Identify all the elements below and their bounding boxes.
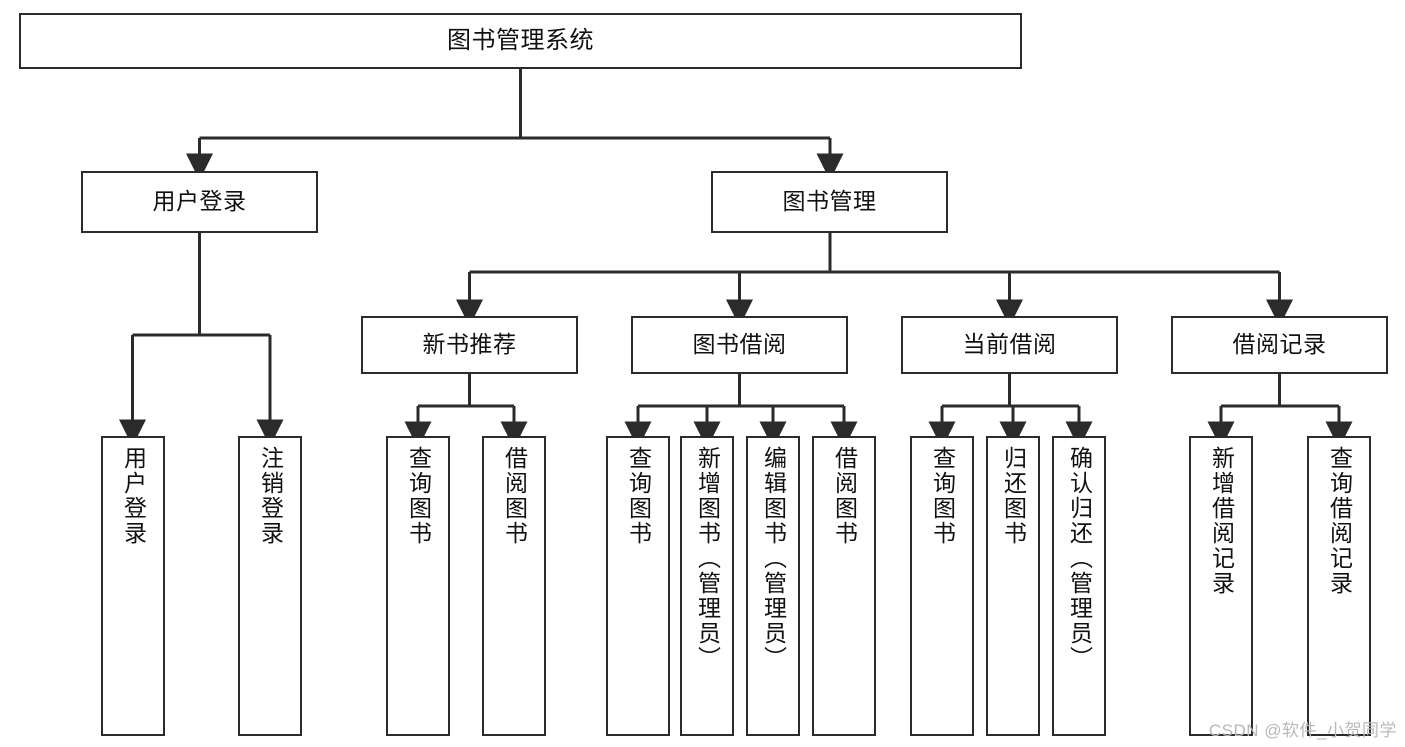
node-label: 归还图书 (1000, 446, 1027, 546)
node-leaf-query-book-recommend[interactable]: 查询图书 (386, 436, 450, 736)
node-label: 新书推荐 (422, 331, 517, 358)
node-label: 图书管理 (782, 188, 877, 215)
node-label: 新增借阅记录 (1208, 446, 1235, 596)
node-user-login[interactable]: 用户登录 (81, 171, 318, 233)
node-label: 查询借阅记录 (1326, 446, 1353, 596)
node-leaf-add-book-admin[interactable]: 新增图书（管理员） (680, 436, 734, 736)
node-label: 图书管理系统 (447, 26, 594, 54)
node-leaf-edit-book-admin[interactable]: 编辑图书（管理员） (746, 436, 800, 736)
node-label: 新增图书（管理员） (694, 446, 721, 671)
node-label: 图书借阅 (692, 331, 787, 358)
node-label: 当前借阅 (962, 331, 1057, 358)
node-label: 确认归还（管理员） (1066, 446, 1093, 671)
node-borrow-record[interactable]: 借阅记录 (1171, 316, 1388, 374)
node-label: 注销登录 (257, 446, 284, 546)
node-label: 查询图书 (405, 446, 432, 546)
node-label: 借阅图书 (831, 446, 858, 546)
watermark-text: CSDN @软件_小贺同学 (1208, 721, 1397, 740)
node-book-borrow[interactable]: 图书借阅 (631, 316, 848, 374)
node-label: 借阅图书 (501, 446, 528, 546)
node-label: 借阅记录 (1232, 331, 1327, 358)
node-label: 编辑图书（管理员） (760, 446, 787, 671)
node-book-manage[interactable]: 图书管理 (711, 171, 948, 233)
node-leaf-logout[interactable]: 注销登录 (238, 436, 302, 736)
node-leaf-borrow-book-recommend[interactable]: 借阅图书 (482, 436, 546, 736)
node-leaf-return-book[interactable]: 归还图书 (986, 436, 1040, 736)
node-leaf-borrow-book[interactable]: 借阅图书 (812, 436, 876, 736)
node-leaf-query-borrow-record[interactable]: 查询借阅记录 (1307, 436, 1371, 736)
node-current-borrow[interactable]: 当前借阅 (901, 316, 1118, 374)
node-new-book-recommend[interactable]: 新书推荐 (361, 316, 578, 374)
node-root-system[interactable]: 图书管理系统 (19, 13, 1022, 69)
node-leaf-user-login[interactable]: 用户登录 (101, 436, 165, 736)
node-leaf-query-book-current[interactable]: 查询图书 (910, 436, 974, 736)
node-label: 查询图书 (625, 446, 652, 546)
node-label: 查询图书 (929, 446, 956, 546)
node-leaf-query-book-borrow[interactable]: 查询图书 (606, 436, 670, 736)
node-label: 用户登录 (152, 188, 247, 215)
node-leaf-confirm-return-admin[interactable]: 确认归还（管理员） (1052, 436, 1106, 736)
node-label: 用户登录 (120, 446, 147, 546)
node-leaf-add-borrow-record[interactable]: 新增借阅记录 (1189, 436, 1253, 736)
